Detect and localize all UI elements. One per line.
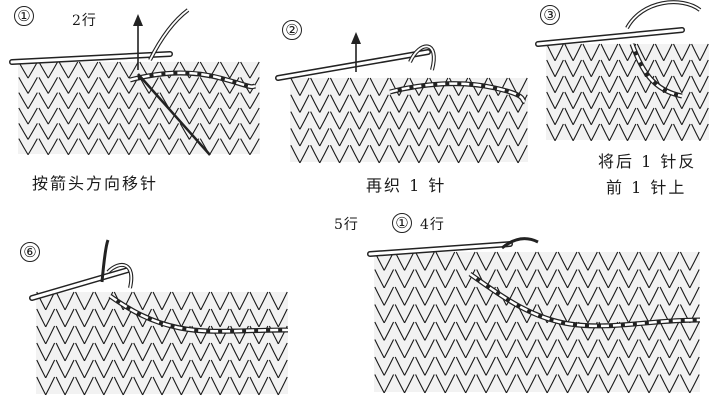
step-final-number: ① — [392, 213, 412, 233]
step-3-caption-line-2: 前 1 针上 — [606, 174, 686, 198]
knit-fabric — [36, 292, 288, 395]
step-2-illustration — [270, 0, 532, 200]
step-final-panel: 5行 ① 4行 — [330, 200, 709, 412]
knit-fabric — [546, 44, 709, 141]
step-1-panel: ① 2行 按箭头方向移针 — [0, 0, 270, 200]
step-2-panel: ② 再织 1 针 — [270, 0, 532, 200]
knit-fabric — [290, 78, 528, 163]
step-6-panel: ⑥ — [0, 200, 300, 412]
step-3-number: ③ — [540, 5, 560, 25]
step-2-caption: 再织 1 针 — [366, 172, 446, 196]
step-3-caption-line-1: 将后 1 针反 — [598, 148, 696, 172]
step-1-caption: 按箭头方向移针 — [32, 170, 158, 194]
step-final-illustration — [330, 200, 709, 412]
step-3-panel: ③ 将后 1 针反 前 1 针上 — [532, 0, 709, 200]
step-6-illustration — [0, 200, 300, 412]
row-label-5: 5行 — [334, 214, 359, 234]
row-label-4: 4行 — [420, 214, 445, 234]
step-1-row-label: 2行 — [72, 10, 97, 30]
step-1-number: ① — [14, 6, 34, 26]
step-2-number: ② — [282, 20, 302, 40]
yarn-loop — [410, 46, 434, 70]
step-6-number: ⑥ — [20, 242, 40, 262]
